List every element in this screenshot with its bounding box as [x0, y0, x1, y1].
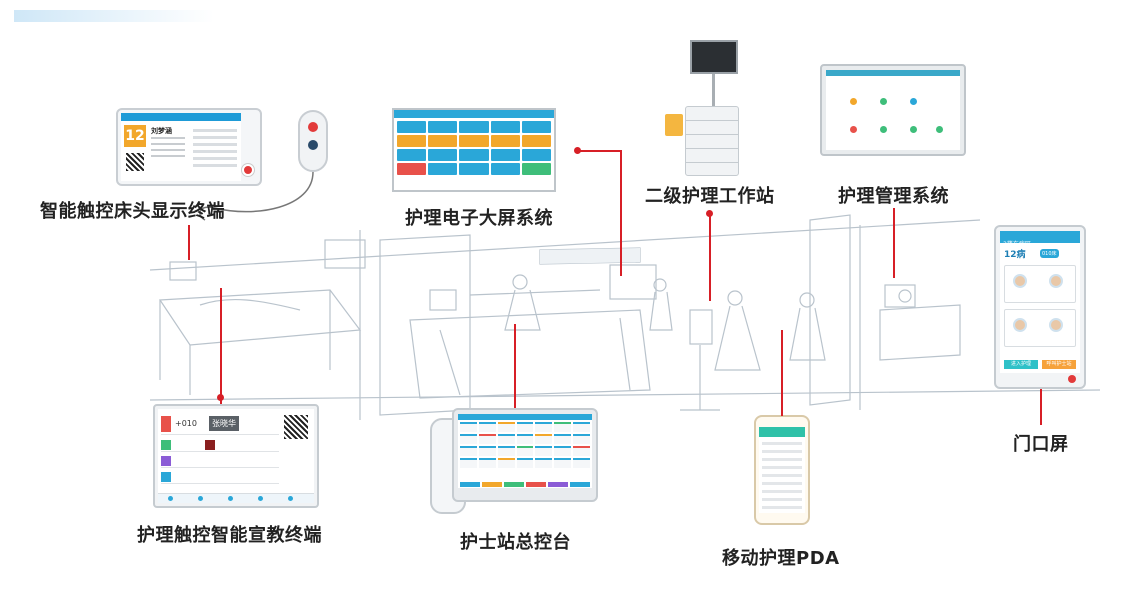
qr-code-icon	[126, 153, 144, 171]
label-management: 护理管理系统	[838, 186, 949, 207]
education-nav-bar	[158, 493, 314, 503]
management-screen-header	[826, 70, 960, 76]
cart-pole	[712, 74, 715, 106]
education-screen: +010 张晓华	[158, 409, 314, 503]
nursing-big-screen	[392, 108, 556, 192]
cart-bin	[665, 114, 683, 136]
nurse-avatar	[1049, 274, 1063, 288]
education-row	[161, 455, 279, 468]
label-mobile-pda: 移动护理PDA	[722, 548, 840, 569]
big-screen-header	[394, 110, 554, 118]
door-power-icon	[1068, 375, 1076, 383]
pda-screen	[759, 427, 805, 513]
nurse-card	[1004, 265, 1076, 303]
status-badge	[161, 416, 171, 432]
education-row	[161, 439, 279, 452]
connector-line	[893, 208, 895, 278]
connector-line	[709, 213, 711, 301]
door-room-range: 010床	[1040, 249, 1059, 258]
nurse-card	[1004, 309, 1076, 347]
nurse-avatar	[1013, 274, 1027, 288]
bedside-display-terminal: 12 刘梦涵	[116, 108, 262, 186]
door-screen-header: 3楼东病区	[1000, 231, 1080, 248]
label-big-screen: 护理电子大屏系统	[405, 208, 553, 229]
cart-monitor	[690, 40, 738, 74]
education-row	[161, 471, 279, 484]
door-room: 12病	[1004, 250, 1026, 260]
top-decoration-bar	[14, 10, 214, 22]
enter-care-button[interactable]: 进入护理	[1004, 360, 1038, 369]
nurse-avatar	[1013, 318, 1027, 332]
connector-line	[188, 225, 190, 260]
door-title: 3楼东病区	[1003, 241, 1031, 248]
door-screen: 3楼东病区 12病 010床 进入护理 呼叫护士站	[1000, 231, 1080, 373]
connector-line	[577, 150, 621, 152]
connector-line	[781, 330, 783, 416]
console-screen-header	[458, 414, 592, 420]
bedside-screen: 12 刘梦涵	[121, 113, 241, 181]
call-button-icon	[242, 164, 254, 176]
info-line	[151, 143, 185, 145]
info-line	[151, 155, 185, 157]
label-door-screen: 门口屏	[1013, 434, 1069, 455]
label-workstation: 二级护理工作站	[645, 186, 775, 207]
connector-dot	[217, 394, 224, 401]
patient-name: 刘梦涵	[151, 127, 172, 135]
big-screen-bed-grid	[394, 118, 554, 178]
call-red-button-icon	[308, 122, 318, 132]
qr-code-icon	[284, 415, 308, 439]
education-patient-name: 张晓华	[209, 416, 239, 431]
education-header-row: +010 张晓华	[161, 415, 279, 435]
cart-drawers	[685, 106, 739, 176]
call-dark-button-icon	[308, 140, 318, 150]
pda-screen-header	[759, 427, 805, 437]
nurse-avatar	[1049, 318, 1063, 332]
bedside-info-panel	[193, 125, 237, 177]
label-bedside-terminal: 智能触控床头显示终端	[40, 201, 225, 222]
handset-cable	[199, 171, 314, 221]
bedside-screen-header	[121, 113, 241, 121]
education-bed: +010	[175, 419, 197, 428]
info-line	[151, 149, 185, 151]
console-footer-bar	[458, 482, 592, 488]
connector-line	[1040, 389, 1042, 425]
console-screen	[458, 414, 592, 488]
nursing-management-display	[820, 64, 966, 156]
connector-line	[514, 324, 516, 408]
label-education-terminal: 护理触控智能宣教终端	[137, 525, 322, 546]
bed-number: 12	[124, 125, 146, 147]
connector-line	[220, 288, 222, 404]
console-bed-grid	[458, 420, 592, 470]
info-line	[151, 137, 185, 139]
door-screen-device: 3楼东病区 12病 010床 进入护理 呼叫护士站	[994, 225, 1086, 389]
mobile-pda	[754, 415, 810, 525]
call-station-button[interactable]: 呼叫护士站	[1042, 360, 1076, 369]
connector-line	[620, 150, 622, 276]
nurse-call-handset	[298, 110, 328, 172]
label-nurse-console: 护士站总控台	[460, 532, 571, 553]
management-screen	[826, 70, 960, 150]
nurse-station-console	[452, 408, 598, 502]
education-terminal: +010 张晓华	[153, 404, 319, 508]
nursing-workstation-cart	[665, 40, 765, 180]
